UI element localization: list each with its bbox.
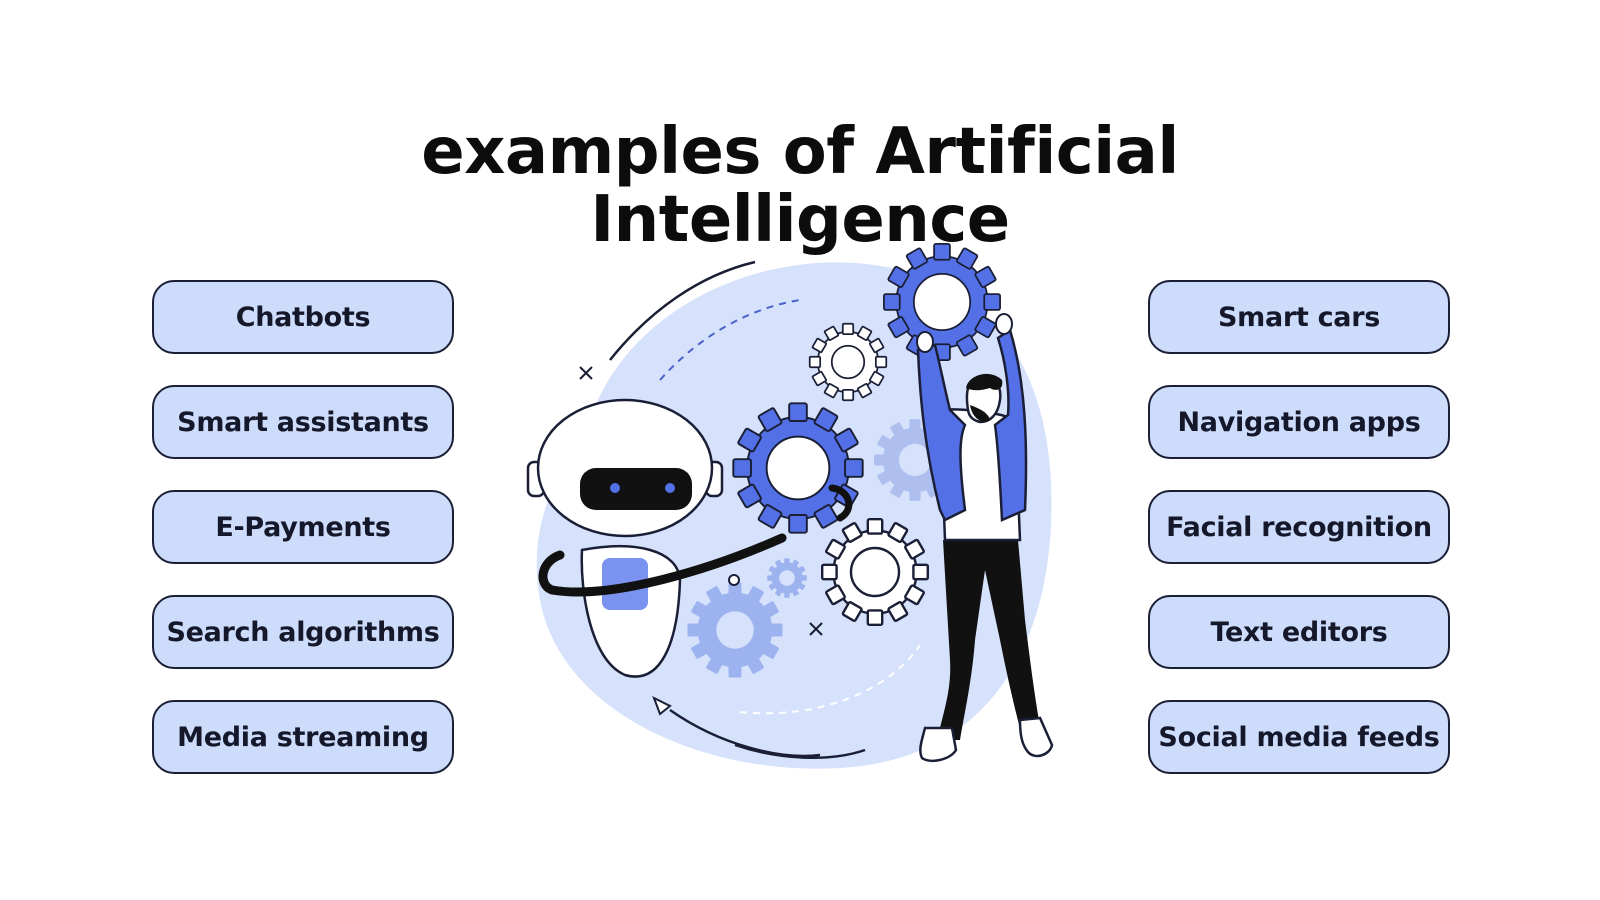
title-line-1: examples of Artificial xyxy=(421,115,1179,189)
gear-icon-white-bottom xyxy=(821,518,929,626)
arrow-head-icon xyxy=(652,695,672,716)
gear-icon-faded-2 xyxy=(874,419,956,501)
arc-line-bottom xyxy=(669,708,821,758)
example-pill-e-payments: E-Payments xyxy=(152,490,454,564)
sparkle-icon xyxy=(579,366,823,636)
gear-icon-faded-small xyxy=(767,558,807,598)
ai-illustration xyxy=(526,243,1054,769)
example-pill-media-streaming: Media streaming xyxy=(152,700,454,774)
page-title: examples of Artificial Intelligence xyxy=(0,118,1600,254)
example-pill-navigation-apps: Navigation apps xyxy=(1148,385,1450,459)
example-pill-text-editors: Text editors xyxy=(1148,595,1450,669)
gear-icon-blue-top xyxy=(883,243,1001,361)
right-examples-list: Smart cars Navigation apps Facial recogn… xyxy=(1148,280,1450,805)
left-examples-list: Chatbots Smart assistants E-Payments Sea… xyxy=(152,280,454,805)
arc-line-dashed xyxy=(659,299,801,381)
person-icon xyxy=(916,313,1054,762)
title-line-2: Intelligence xyxy=(590,183,1010,257)
gear-icon-blue-center xyxy=(732,402,864,534)
example-pill-smart-cars: Smart cars xyxy=(1148,280,1450,354)
example-pill-social-media-feeds: Social media feeds xyxy=(1148,700,1450,774)
gear-icon-white-top xyxy=(808,322,888,402)
example-pill-smart-assistants: Smart assistants xyxy=(152,385,454,459)
gear-icon-faded-1 xyxy=(687,582,783,678)
example-pill-facial-recognition: Facial recognition xyxy=(1148,490,1450,564)
example-pill-search-algorithms: Search algorithms xyxy=(152,595,454,669)
example-pill-chatbots: Chatbots xyxy=(152,280,454,354)
robot-icon xyxy=(526,398,853,678)
arc-line xyxy=(609,260,756,361)
arc-line-dashed-bottom xyxy=(739,644,921,715)
arc-line-bottom-2 xyxy=(734,743,866,760)
